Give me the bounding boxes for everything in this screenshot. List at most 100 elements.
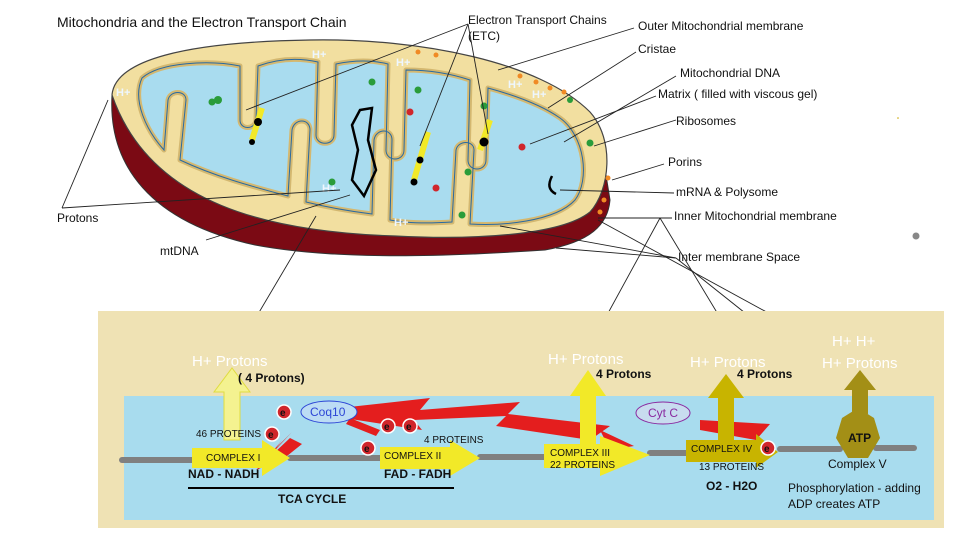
etc-black-dot: [254, 118, 262, 126]
proton-label-2: H+ Protons: [548, 351, 623, 368]
etc-black-dot: [410, 178, 418, 186]
tca-cycle-label: TCA CYCLE: [278, 492, 346, 506]
o2-label: O2 - H2O: [706, 479, 757, 493]
electron-flow-arrow: [346, 418, 380, 436]
proton-mark: H+: [396, 57, 410, 69]
ribosome: [480, 102, 488, 110]
porin: [561, 89, 567, 95]
cytc-label: Cyt C: [648, 406, 678, 420]
four-protons-label-1: ( 4 Protons): [238, 371, 305, 385]
diagram-title: Mitochondria and the Electron Transport …: [57, 14, 347, 30]
etc-label: Electron Transport Chains: [468, 13, 607, 27]
proton-label-3: H+ Protons: [690, 354, 765, 371]
nad-label: NAD - NADH: [188, 467, 259, 481]
inter-membrane-space-label: Inter membrane Space: [678, 250, 800, 264]
porin: [533, 79, 539, 85]
electron-symbol: e: [384, 422, 390, 433]
proton-mark: H+: [116, 87, 130, 99]
complex-i: [192, 440, 290, 476]
proton-mark: H+: [394, 217, 408, 229]
inner-membrane-outline: [138, 58, 584, 225]
proton-label-1: H+ Protons: [192, 353, 267, 370]
proton-label-4: H+ Protons: [822, 355, 897, 372]
electron-symbol: e: [406, 422, 412, 433]
etc-panel: e e e e e e Coq10 Cyt C H+ Protons ( 4 P…: [98, 311, 944, 528]
leader-lines: [61, 23, 925, 457]
four-protons-label-3: 4 Protons: [737, 367, 793, 381]
electron-flow-arrow: [700, 420, 770, 440]
porins-label: Porins: [668, 155, 702, 169]
mitochondrial-dna-label: Mitochondrial DNA: [680, 66, 780, 80]
complex-i-proteins: 46 PROTEINS: [196, 429, 261, 440]
four-protons-label-2: 4 Protons: [596, 367, 652, 381]
ribosome: [567, 97, 573, 103]
membrane-line: [119, 445, 917, 463]
atp-label: ATP: [848, 431, 871, 445]
proton-arrow-2: [570, 370, 606, 444]
proton-mark: H+: [312, 49, 326, 61]
coq10-label: Coq10: [310, 405, 346, 419]
stray-dot: [912, 232, 920, 240]
fad-label: FAD - FADH: [384, 467, 451, 481]
ribosome: [458, 211, 466, 219]
proton-arrow-3: [708, 374, 744, 440]
porin: [605, 175, 611, 181]
ribosome: [328, 178, 336, 186]
ribosome: [586, 139, 594, 147]
complex-iii-label: COMPLEX III: [550, 448, 610, 459]
complex-i-label: COMPLEX I: [206, 453, 260, 464]
porin: [517, 73, 523, 79]
ribosome: [464, 168, 472, 176]
mito-dna-dot: [432, 184, 440, 192]
ribosomes-label: Ribosomes: [676, 114, 736, 128]
etc-strip: [411, 131, 431, 181]
outer-membrane-label: Outer Mitochondrial membrane: [638, 19, 804, 33]
electron-symbol: e: [268, 430, 274, 441]
complex-ii-label: COMPLEX II: [384, 451, 441, 462]
mrna-polysome-label: mRNA & Polysome: [676, 185, 778, 199]
proton-mark: H+: [508, 79, 522, 91]
protons-label: Protons: [57, 211, 98, 225]
complex-iv-proteins: 13 PROTEINS: [699, 462, 764, 473]
labels: Electron Transport Chains (ETC) Outer Mi…: [57, 13, 837, 264]
stray-dot: [897, 117, 899, 119]
proton-arrow-1: [213, 367, 251, 441]
ribosome: [368, 78, 376, 86]
proton-arrow-4: [844, 370, 876, 414]
complex-iv: [686, 434, 778, 468]
porin: [601, 197, 607, 203]
ribosome: [214, 96, 222, 104]
etc-label-abbr: (ETC): [468, 29, 500, 43]
complex-v-label: Complex V: [828, 457, 887, 471]
mrna-polysome: [548, 175, 557, 196]
electron-symbol: e: [364, 444, 370, 455]
phosphorylation-label: Phosphorylation - adding: [788, 481, 921, 495]
electrons: e e e e e e: [264, 404, 776, 456]
ribosome: [208, 98, 216, 106]
porin: [433, 52, 439, 58]
complex-ii: [380, 440, 480, 476]
electron-flow-arrow: [340, 398, 610, 440]
coq10-carrier: [300, 400, 358, 424]
etc-black-dot: [249, 139, 255, 145]
hh-label: H+ H+: [832, 333, 876, 350]
electron-symbol: e: [280, 408, 286, 419]
electron-symbol: e: [764, 444, 770, 455]
mito-dna-dot: [406, 108, 414, 116]
mito-dna-dot: [518, 143, 526, 151]
cristae-label: Cristae: [638, 42, 676, 56]
complex-v: [836, 408, 880, 458]
porin: [547, 85, 553, 91]
cytc-carrier: [635, 401, 691, 425]
porin: [597, 209, 603, 215]
complex-iii: [544, 436, 650, 476]
mtdna-strand: [350, 106, 378, 199]
porin: [415, 49, 421, 55]
ribosome: [414, 86, 422, 94]
proton-mark: H+: [322, 183, 336, 195]
complex-iii-proteins: 22 PROTEINS: [550, 460, 615, 471]
complex-iv-label: COMPLEX IV: [691, 444, 752, 455]
atp-creation-label: ADP creates ATP: [788, 497, 880, 511]
etc-black-dot: [479, 137, 489, 147]
